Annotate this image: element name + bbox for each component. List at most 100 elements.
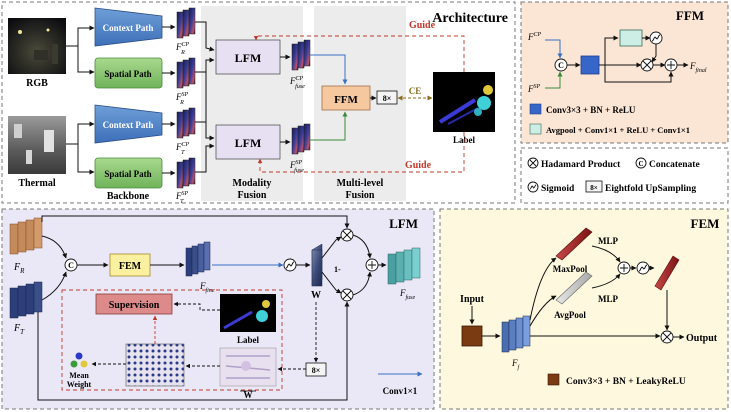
- mean-weight-dot-green: [70, 360, 78, 368]
- thermal-to-spatial-arrow: [77, 144, 95, 175]
- lfm-ft-bypass-arrow: [37, 301, 350, 401]
- lfm-label-image: [220, 294, 276, 332]
- ffm-conv-block: [580, 55, 600, 75]
- lfm-label-caption: Label: [237, 335, 260, 345]
- ffm-panel: FFM FCP FSP C Ffinal Conv3×3 + BN + ReLU…: [520, 1, 729, 144]
- thermal-to-context-arrow: [66, 121, 95, 145]
- ffm-legend-avg-text: Avgpool + Conv1×1 + ReLU + Conv1×1: [546, 125, 690, 135]
- lfm-w-to-mul-top-arrow: [321, 236, 342, 259]
- fem-ff-stack: [501, 315, 531, 353]
- ffm-cp-arrow: [545, 39, 563, 59]
- lfm-upsample-label: 8×: [312, 366, 321, 375]
- lfm-wbar-label: W: [244, 390, 253, 400]
- lfm-ft-label: FT: [13, 323, 25, 336]
- fem-panel-title: FEM: [691, 216, 720, 231]
- modality-fusion-label-1: Modality: [233, 178, 272, 189]
- svg-text:C: C: [638, 160, 643, 168]
- ffm-sigmoid-to-mul-arrow: [651, 44, 657, 63]
- ffm-sp-arrow: [545, 71, 563, 89]
- lfm-fine-label: Ffine: [199, 281, 215, 294]
- fem-output-label: Output: [686, 333, 718, 344]
- symbol-legend-panel: Hadamard Product C Concatenate Sigmoid 8…: [520, 147, 729, 204]
- lfm-concat-label: C: [68, 261, 74, 270]
- ffm-panel-border: [520, 1, 729, 144]
- lfm-one-minus-label: 1-: [334, 265, 341, 274]
- fem-legend-swatch: [547, 373, 560, 386]
- modality-fusion-label-2: Fusion: [238, 190, 267, 201]
- lfm-panel-title: LFM: [389, 216, 418, 231]
- lfm-ft-stack: [9, 281, 43, 319]
- fem-panel: FEM Input Ff MaxPool AvgPool MLP MLP: [439, 208, 729, 410]
- backbone-label: Backbone: [107, 191, 150, 202]
- rgb-context-path: [94, 7, 163, 47]
- lfm-box-top: [215, 39, 281, 75]
- feature-stack-t-cp: [176, 107, 196, 139]
- mean-weight-dot-blue: [75, 352, 83, 360]
- lfm-bottom-label: LFM: [235, 136, 262, 150]
- guide-bottom-label: Guide: [405, 160, 432, 171]
- fem-ff-label: Ff: [511, 358, 521, 371]
- lfm-ft-to-concat-arrow: [41, 271, 67, 301]
- lfm-supervision-region: [61, 289, 283, 391]
- fem-avgpool-mlp-arrow: [591, 273, 621, 289]
- lfm-panel-border: [1, 208, 435, 410]
- upsample-box: [376, 90, 398, 105]
- legend-concat-icon: [635, 157, 647, 169]
- architecture-title: Architecture: [432, 11, 508, 26]
- fem-maxpool-slab: [555, 227, 593, 261]
- fem-mlp-top-label: MLP: [598, 236, 618, 246]
- lfm-upsample-box: [305, 362, 327, 377]
- guide-bottom-line: [257, 132, 465, 173]
- feature-stack-r-cp: [176, 7, 196, 39]
- symbol-legend-border: [520, 147, 729, 204]
- architecture-panel: Architecture RGB Thermal Context Path: [1, 1, 516, 205]
- fem-avgpool-slab: [555, 271, 593, 305]
- ffm-box-label: FFM: [334, 94, 358, 106]
- ffm-panel-title: FFM: [676, 8, 704, 23]
- ffm-in-sp-label: FSP: [527, 84, 541, 94]
- thermal-context-path-label: Context Path: [103, 120, 154, 130]
- feature-stack-fuse-sp: [291, 123, 311, 155]
- lfm-mean-weight-grid: [125, 343, 185, 387]
- fem-ff-to-maxpool-arrow: [529, 257, 557, 321]
- lfm-w-block: [311, 243, 323, 287]
- lfm-wbar-image: [219, 347, 277, 387]
- lfm-mul-top-to-add-arrow: [352, 234, 372, 259]
- thermal-image: [8, 116, 66, 174]
- rgb-to-context-arrow: [66, 25, 95, 47]
- lfm-fr-to-concat-arrow: [41, 235, 67, 259]
- fem-mlp-bottom-label: MLP: [598, 294, 618, 304]
- thermal-spatial-path-label: Spatial Path: [104, 169, 151, 179]
- ffm-conv-to-avg-arrow: [599, 35, 619, 66]
- ffm-avgpool-block: [619, 29, 643, 47]
- legend-upsample-icon: [585, 180, 603, 193]
- lfm-fr-stack: [9, 217, 43, 255]
- fem-conv-block: [461, 325, 483, 347]
- multilevel-fusion-label-1: Multi-level: [337, 178, 384, 189]
- rgb-context-path-label: Context Path: [103, 23, 154, 33]
- fuse-cp-to-ffm-arrow: [310, 54, 348, 85]
- fem-panel-border: [439, 208, 729, 410]
- lfm-fine-stack: [185, 241, 211, 277]
- fem-legend-text: Conv3×3 + BN + LeakyReLU: [566, 377, 686, 387]
- lfm-supervision-box: [95, 293, 173, 315]
- lfm-w-label: W: [311, 290, 321, 301]
- lfm-box-bottom: [215, 124, 281, 160]
- lfm-fem-label: FEM: [119, 261, 142, 272]
- fuse-sp-to-ffm-arrow: [310, 111, 348, 141]
- feature-stack-r-sp: [176, 57, 196, 89]
- ffm-legend-conv-swatch: [529, 103, 542, 115]
- guide-top-label: Guide: [409, 20, 436, 31]
- legend-sigmoid-text: Sigmoid: [541, 184, 575, 194]
- feature-stack-fuse-cp: [291, 39, 311, 71]
- lfm-label-to-supervision-arrow: [173, 301, 220, 311]
- multilevel-fusion-label-2: Fusion: [346, 190, 375, 201]
- rgb-image: [8, 18, 66, 74]
- ce-label: CE: [409, 86, 422, 96]
- fem-maxpool-label: MaxPool: [553, 264, 588, 274]
